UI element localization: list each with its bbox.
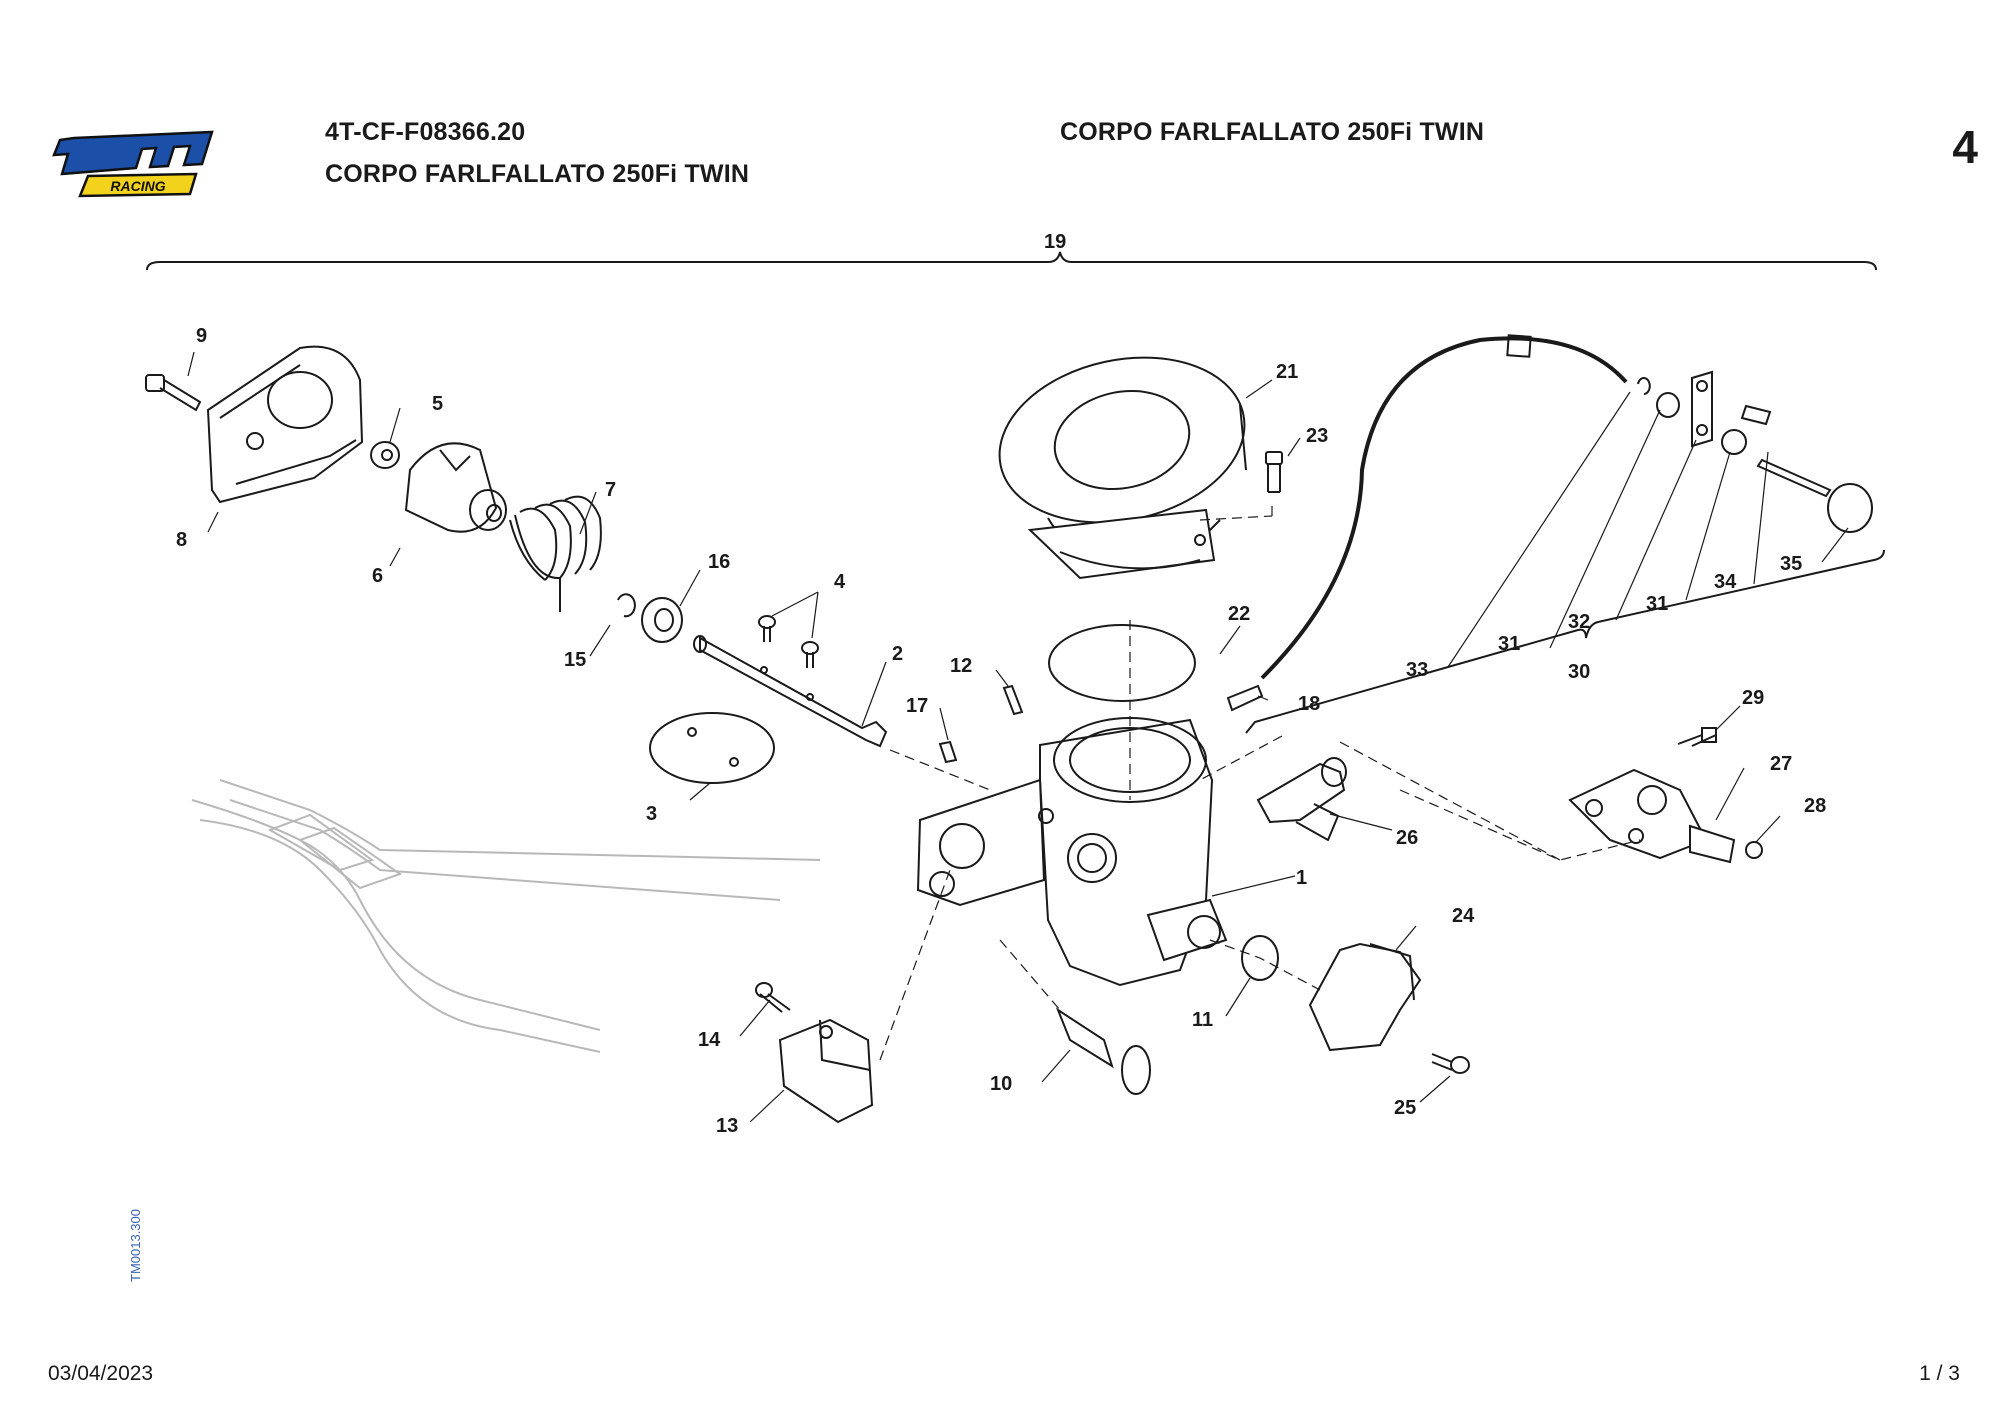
logo-racing-badge bbox=[78, 172, 198, 198]
callout-35: 35 bbox=[1780, 553, 1802, 575]
callout-7: 7 bbox=[605, 479, 616, 501]
callout-2: 2 bbox=[892, 643, 903, 665]
callout-11: 11 bbox=[1192, 1009, 1213, 1031]
pulley-6 bbox=[404, 442, 507, 533]
drawing-code: TM0013.300 bbox=[128, 1209, 143, 1282]
bolt-23 bbox=[1265, 451, 1283, 493]
part-cover-8 bbox=[206, 345, 364, 504]
o-ring-22 bbox=[1048, 624, 1196, 702]
logo-tm-glyph bbox=[52, 130, 214, 176]
sheet-number: 4 bbox=[1952, 121, 1978, 173]
temp-sensor-10 bbox=[1055, 1007, 1151, 1095]
callout-18: 18 bbox=[1298, 693, 1320, 715]
map-sensor-13 bbox=[778, 1018, 874, 1124]
hose-clamp bbox=[1506, 334, 1532, 358]
throttle-cables bbox=[191, 779, 821, 1053]
throttle-body-1 bbox=[916, 717, 1228, 987]
callout-33: 33 bbox=[1406, 659, 1428, 681]
callout-4: 4 bbox=[834, 571, 846, 593]
tm-racing-logo: RACING bbox=[52, 130, 214, 198]
callout-5: 5 bbox=[432, 393, 443, 415]
callout-31-left: 31 bbox=[1498, 633, 1520, 655]
callout-1: 1 bbox=[1296, 867, 1307, 889]
callout-31-right: 31 bbox=[1646, 593, 1668, 615]
screw-14 bbox=[755, 982, 791, 1013]
callout-12: 12 bbox=[950, 655, 972, 677]
callout-6: 6 bbox=[372, 565, 383, 587]
hose-33 bbox=[1260, 336, 1628, 680]
callout-8: 8 bbox=[176, 529, 187, 551]
callout-23: 23 bbox=[1306, 425, 1328, 447]
callout-22: 22 bbox=[1228, 603, 1250, 625]
throttle-sensor-24 bbox=[1308, 942, 1422, 1052]
callout-32: 32 bbox=[1568, 611, 1590, 633]
callout-28: 28 bbox=[1804, 795, 1826, 817]
bolt-9 bbox=[145, 374, 202, 412]
brace-19 bbox=[146, 251, 1877, 271]
screw-18 bbox=[1226, 684, 1264, 712]
callout-21: 21 bbox=[1276, 361, 1298, 383]
callout-34: 34 bbox=[1714, 571, 1737, 593]
callout-14: 14 bbox=[698, 1029, 721, 1051]
callout-3: 3 bbox=[646, 803, 657, 825]
page-indicator: 1 / 3 bbox=[1919, 1362, 1960, 1385]
logo-racing-text: RACING bbox=[110, 178, 165, 194]
nut-5 bbox=[370, 441, 400, 469]
circlip-15 bbox=[617, 593, 636, 618]
print-date: 03/04/2023 bbox=[48, 1362, 154, 1385]
injector-26 bbox=[1256, 757, 1347, 842]
callout-30: 30 bbox=[1568, 661, 1590, 683]
assembly-title-left: CORPO FARLFALLATO 250Fi TWIN bbox=[325, 160, 750, 188]
bolt-29 bbox=[1677, 727, 1717, 747]
throttle-plate-3 bbox=[649, 712, 775, 784]
screw-17 bbox=[938, 740, 958, 764]
callout-24: 24 bbox=[1452, 905, 1475, 927]
brace-30 bbox=[1245, 549, 1885, 734]
callout-26: 26 bbox=[1396, 827, 1418, 849]
callout-25: 25 bbox=[1394, 1097, 1416, 1119]
intake-boot-21 bbox=[998, 356, 1247, 580]
bearing-16 bbox=[641, 597, 683, 643]
screw-12 bbox=[1002, 684, 1024, 716]
callout-17: 17 bbox=[906, 695, 928, 717]
idle-screw-assy-30 bbox=[1637, 370, 1873, 533]
callout-27: 27 bbox=[1770, 753, 1792, 775]
o-ring-28 bbox=[1745, 841, 1763, 859]
throttle-shaft-2 bbox=[693, 635, 888, 748]
callout-9: 9 bbox=[196, 325, 207, 347]
screws-4 bbox=[758, 615, 819, 668]
fuel-rail-27 bbox=[1568, 768, 1736, 864]
screw-25 bbox=[1431, 1053, 1470, 1074]
callout-15: 15 bbox=[564, 649, 586, 671]
callout-16: 16 bbox=[708, 551, 730, 573]
callout-29: 29 bbox=[1742, 687, 1764, 709]
assembly-title-center: CORPO FARLFALLATO 250Fi TWIN bbox=[1060, 118, 1485, 146]
callout-10: 10 bbox=[990, 1073, 1012, 1095]
callout-19: 19 bbox=[1044, 231, 1066, 253]
callout-13: 13 bbox=[716, 1115, 738, 1137]
part-code: 4T-CF-F08366.20 bbox=[325, 118, 526, 146]
